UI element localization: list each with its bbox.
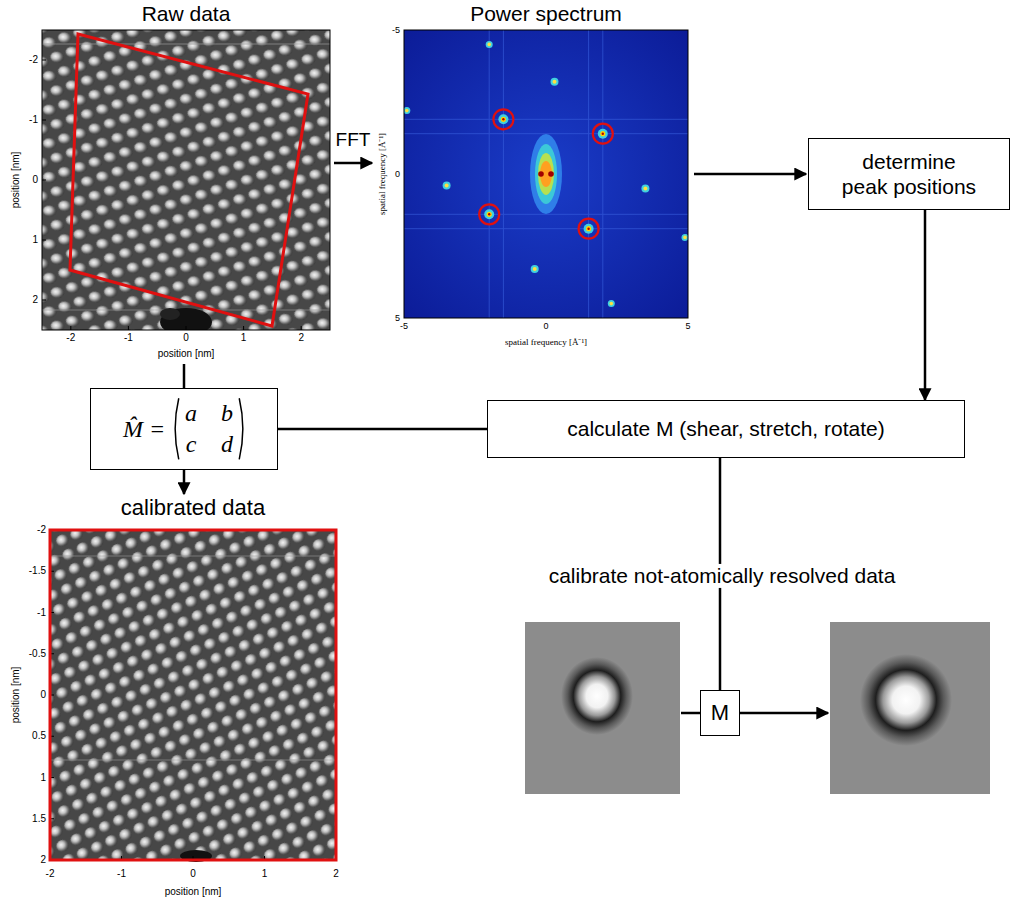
panel-title: calibrated data: [121, 495, 265, 520]
tick-label: -1: [117, 868, 126, 880]
tick-label: -5: [400, 321, 408, 331]
axis-label: position [nm]: [158, 348, 215, 360]
tick-label: 0: [190, 868, 196, 880]
matrix: abcd: [173, 397, 245, 461]
tick-label: 0: [40, 689, 46, 701]
panel-title: Power spectrum: [470, 2, 622, 26]
tick-label: -1: [37, 607, 46, 619]
operator-box: M: [700, 690, 740, 736]
axis-label: position [nm]: [10, 152, 22, 209]
connector: [278, 428, 487, 431]
box-text: calculate M (shear, stretch, rotate): [567, 416, 884, 441]
tick-label: -2: [29, 54, 38, 66]
tick-label: 5: [685, 321, 690, 331]
tick-label: 0: [183, 332, 189, 344]
axis-label: spatial frequency [Å⁻¹]: [377, 133, 387, 215]
panel-title: Raw data: [142, 2, 231, 26]
connector: [924, 210, 927, 400]
axis-label: spatial frequency [Å⁻¹]: [505, 337, 587, 347]
tick-label: 2: [32, 294, 38, 306]
matrix-entry: d: [221, 430, 233, 459]
tick-label: 2: [333, 868, 339, 880]
box-text: M: [711, 700, 729, 726]
section-title: calibrate not-atomically resolved data: [543, 564, 902, 588]
process-box: determine peak positions: [808, 138, 1010, 210]
process-box: calculate M (shear, stretch, rotate): [487, 400, 965, 458]
tick-label: -2: [46, 868, 55, 880]
tick-label: 1: [241, 332, 247, 344]
tick-label: -5: [392, 25, 400, 35]
matrix-entry: c: [185, 430, 197, 459]
bracket-stroke: [239, 398, 243, 459]
operation-label: FFT: [336, 129, 371, 151]
matrix-box: M̂ = abcd: [90, 388, 278, 470]
tick-label: 1: [262, 868, 268, 880]
tick-label: 1: [32, 234, 38, 246]
matrix-entry: a: [185, 399, 197, 428]
tick-label: 0: [32, 174, 38, 186]
matrix-symbol: M̂ =: [123, 415, 165, 444]
tick-label: 0: [543, 321, 548, 331]
tick-label: -2: [37, 524, 46, 536]
matrix-bracket: [173, 397, 245, 461]
tick-label: -0.5: [29, 648, 46, 660]
tick-label: 2: [298, 332, 304, 344]
axis-label: position [nm]: [10, 667, 22, 724]
box-text: determine peak positions: [838, 149, 980, 199]
axis-label: position [nm]: [165, 886, 222, 898]
tick-label: 0: [395, 169, 400, 179]
tick-label: -2: [66, 332, 75, 344]
tick-label: 0.5: [32, 731, 46, 743]
tick-label: 2: [40, 854, 46, 866]
tick-label: 1: [40, 772, 46, 784]
bracket-stroke: [175, 398, 179, 459]
tick-label: -1.5: [29, 566, 46, 578]
tick-label: -1: [124, 332, 133, 344]
tick-label: 1.5: [32, 813, 46, 825]
tick-label: -1: [29, 114, 38, 126]
matrix-entry: b: [221, 399, 233, 428]
tick-label: 5: [395, 313, 400, 323]
